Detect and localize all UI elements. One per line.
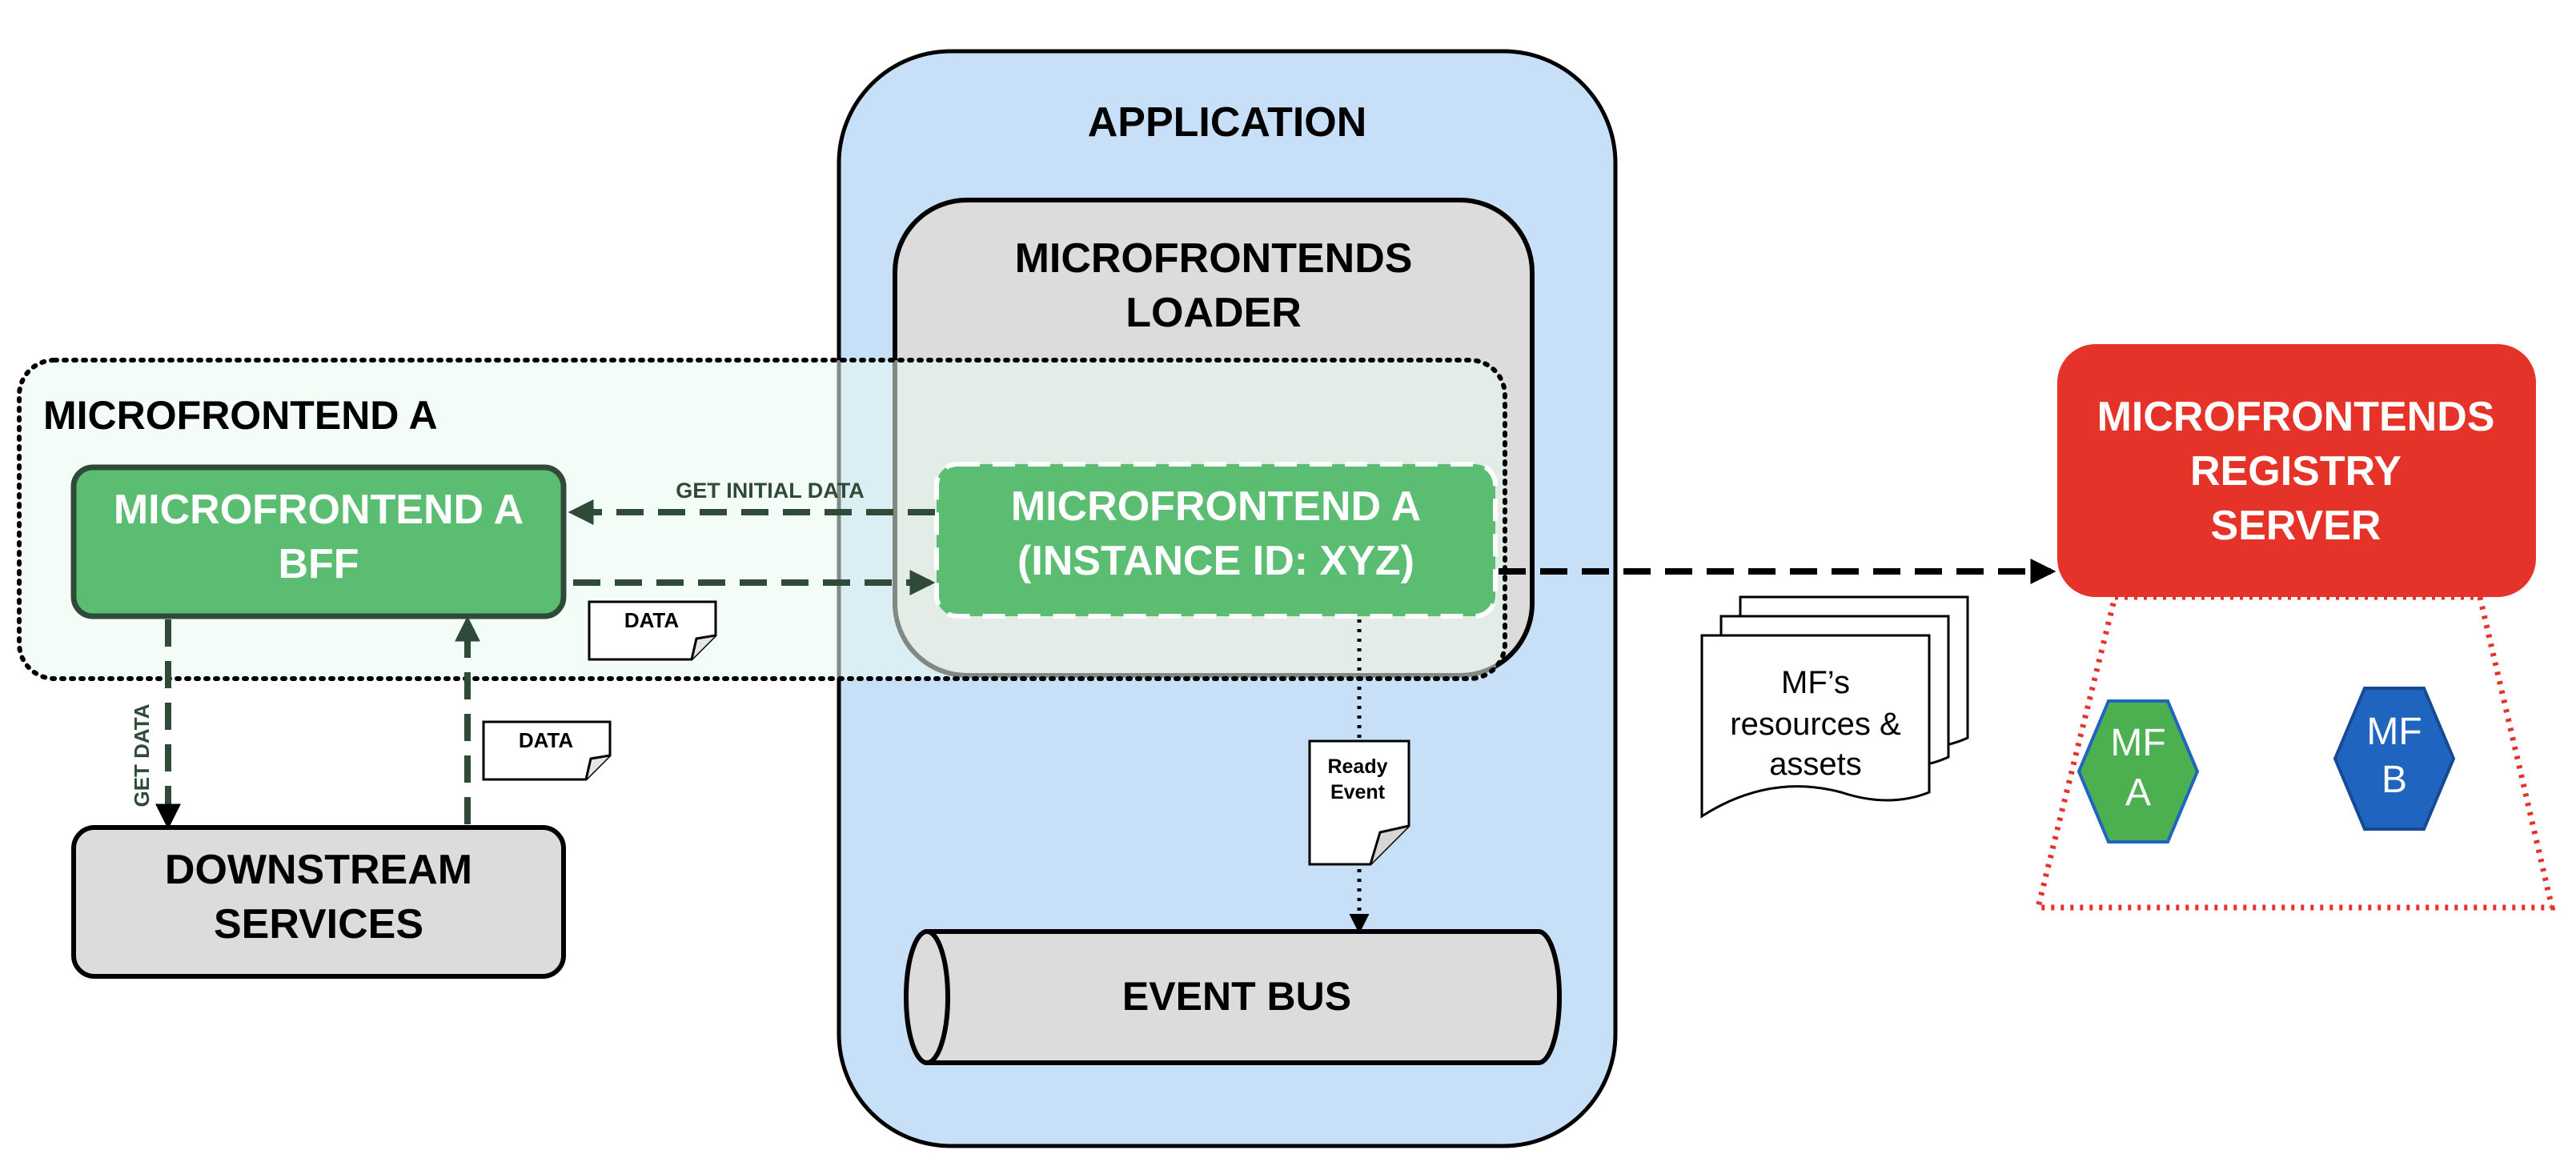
registry-line2: REGISTRY xyxy=(2190,448,2401,495)
resources-line3: assets xyxy=(1769,747,1862,782)
downstream-data-document-icon: DATA xyxy=(482,720,612,781)
downstream-data-document-label: DATA xyxy=(519,728,574,752)
bff-line2: BFF xyxy=(278,541,359,587)
ready-event-document: Ready Event xyxy=(1308,739,1410,866)
data-document-icon: DATA xyxy=(588,600,717,661)
registry-item-mf-b: MF B xyxy=(2333,687,2456,831)
get-data-label: GET DATA xyxy=(130,703,154,807)
resources-line1: MF’s xyxy=(1781,665,1850,700)
get-initial-data-label: GET INITIAL DATA xyxy=(676,479,865,503)
event-bus: EVENT BUS xyxy=(904,929,1562,1065)
registry-item-mf-a-line2: A xyxy=(2125,771,2151,814)
application-title: APPLICATION xyxy=(1088,99,1367,146)
instance-line1: MICROFRONTEND A xyxy=(1011,483,1421,530)
event-bus-label: EVENT BUS xyxy=(1122,974,1351,1019)
registry-line3: SERVER xyxy=(2211,503,2381,549)
loader-title-line2: LOADER xyxy=(1125,290,1302,336)
registry-item-mf-a-line1: MF xyxy=(2110,722,2165,764)
microfrontend-a-instance: MICROFRONTEND A (INSTANCE ID: XYZ) xyxy=(934,462,1498,619)
get-data-arrow: GET DATA xyxy=(130,619,181,830)
get-initial-data-arrow: GET INITIAL DATA xyxy=(568,479,935,525)
microfrontend-a-group-title: MICROFRONTEND A xyxy=(43,393,438,438)
downstream-services: DOWNSTREAM SERVICES xyxy=(71,825,566,979)
microfrontends-registry-server: MICROFRONTENDS REGISTRY SERVER xyxy=(2034,344,2556,911)
microfrontend-a-bff: MICROFRONTEND A BFF xyxy=(70,464,567,619)
resources-line2: resources & xyxy=(1730,707,1901,742)
downstream-line2: SERVICES xyxy=(214,901,423,948)
registry-item-mf-b-line1: MF xyxy=(2366,711,2422,753)
registry-item-mf-b-line2: B xyxy=(2381,759,2407,801)
resources-assets-document-stack: MF’s resources & assets xyxy=(1700,595,1969,819)
registry-item-mf-a: MF A xyxy=(2076,699,2200,843)
data-document-label: DATA xyxy=(624,608,680,632)
ready-event-line2: Event xyxy=(1330,781,1386,803)
loader-title-line1: MICROFRONTENDS xyxy=(1015,235,1413,282)
ready-event-line1: Ready xyxy=(1327,755,1387,778)
downstream-line1: DOWNSTREAM xyxy=(165,847,472,893)
bff-line1: MICROFRONTEND A xyxy=(114,487,524,533)
registry-line1: MICROFRONTENDS xyxy=(2097,394,2495,440)
instance-line2: (INSTANCE ID: XYZ) xyxy=(1017,538,1414,584)
